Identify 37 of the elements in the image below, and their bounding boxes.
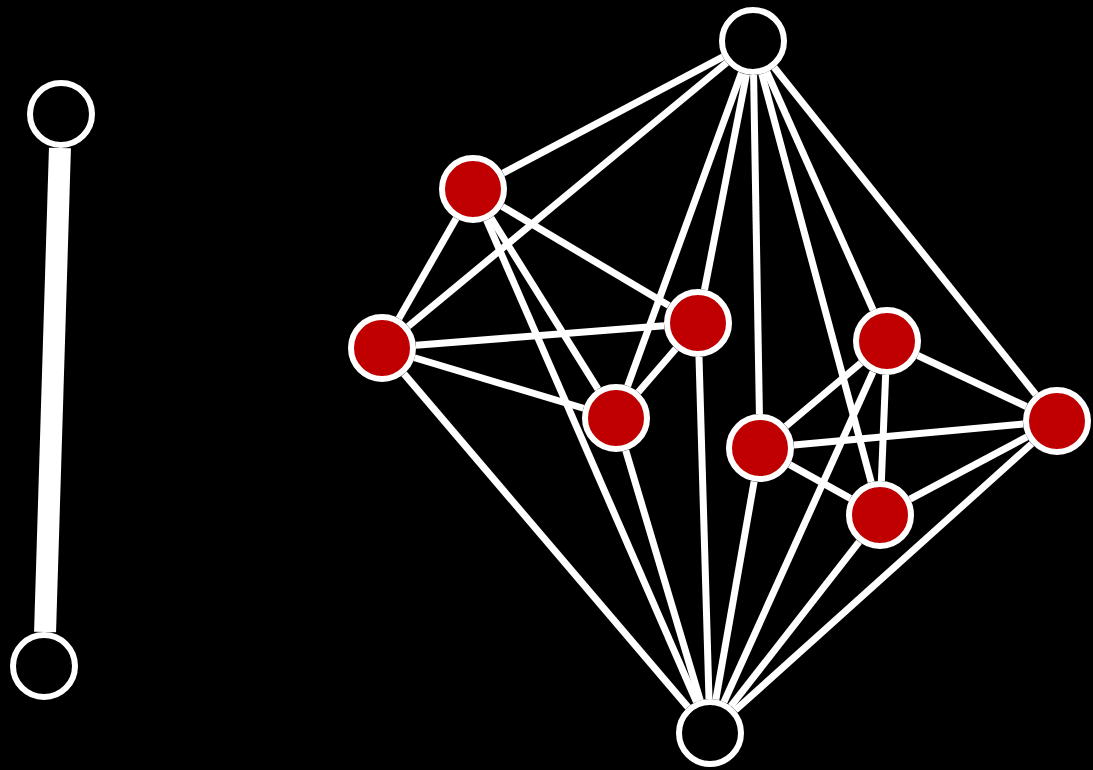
connector-line [877,374,890,482]
connector-line [395,216,460,321]
connector-line [720,370,877,704]
connector-line [624,71,745,388]
connector-line [488,216,601,391]
graph-node-circle [676,699,744,767]
connector-line [500,203,671,309]
connector-line [908,433,1029,503]
connector-line [501,53,725,177]
connector-line [793,420,1024,449]
connector-line [635,346,679,395]
connector-line [34,147,71,633]
connector-line [916,352,1028,410]
connector-line [728,539,862,709]
graph-node-circle [846,481,914,549]
connector-line [415,322,665,349]
connector-line [695,356,713,700]
connector-line [783,360,864,429]
connector-line [405,59,730,330]
connector-line [771,65,1039,397]
graph-node-circle [853,307,921,375]
connector-line [787,461,853,502]
graph-node-circle [582,384,650,452]
connector-line [732,441,1035,713]
connector-line [712,480,758,701]
connector-line [758,72,875,484]
graph-node-circle [1023,387,1091,455]
connector-line [750,74,763,415]
connector-line [622,449,704,702]
connector-line [401,371,691,710]
graph-node-circle [719,7,787,75]
connector-line [483,218,700,704]
connector-line [701,73,750,291]
graph-node-circle [664,289,732,357]
connector-line [763,70,877,312]
graph-node-circle [348,314,416,382]
connector-line [413,354,585,412]
